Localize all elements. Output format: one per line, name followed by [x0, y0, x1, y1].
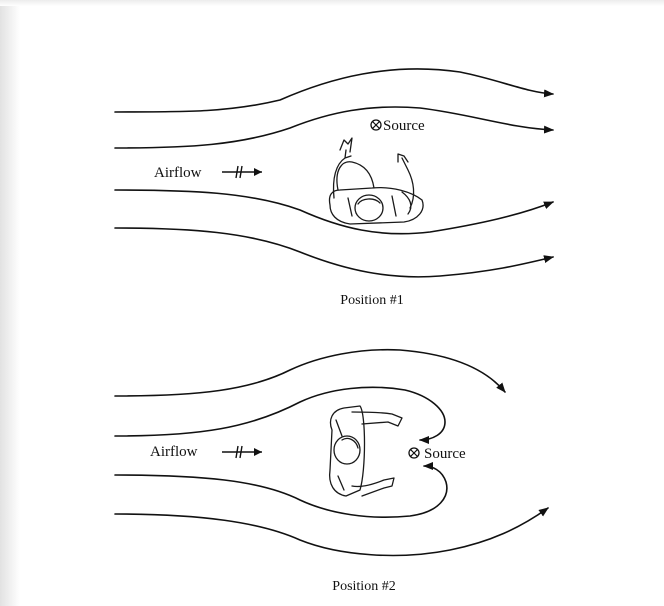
streamline-8 — [115, 508, 548, 555]
panel-position-1: Airflow Source Position #1 — [115, 69, 553, 308]
streamline-1 — [115, 69, 553, 112]
panel-position-2: Airflow Source Position #2 — [115, 350, 548, 594]
airflow-label-2: Airflow — [150, 444, 198, 460]
airflow-arrow-icon — [222, 166, 262, 178]
source-marker-icon-2 — [409, 448, 419, 458]
source-marker-icon — [371, 120, 381, 130]
streamline-5 — [115, 350, 505, 396]
streamline-7 — [115, 466, 447, 517]
caption-position-1: Position #1 — [340, 293, 403, 308]
worker-figure-top-view-2 — [330, 406, 402, 496]
streamline-4 — [115, 228, 553, 277]
worker-figure-top-view — [329, 138, 423, 224]
airflow-arrow-icon-2 — [222, 446, 262, 458]
source-label-2: Source — [424, 446, 466, 462]
streamline-2 — [115, 107, 553, 148]
caption-position-2: Position #2 — [332, 579, 395, 594]
source-label: Source — [383, 118, 425, 134]
airflow-label: Airflow — [154, 165, 202, 181]
